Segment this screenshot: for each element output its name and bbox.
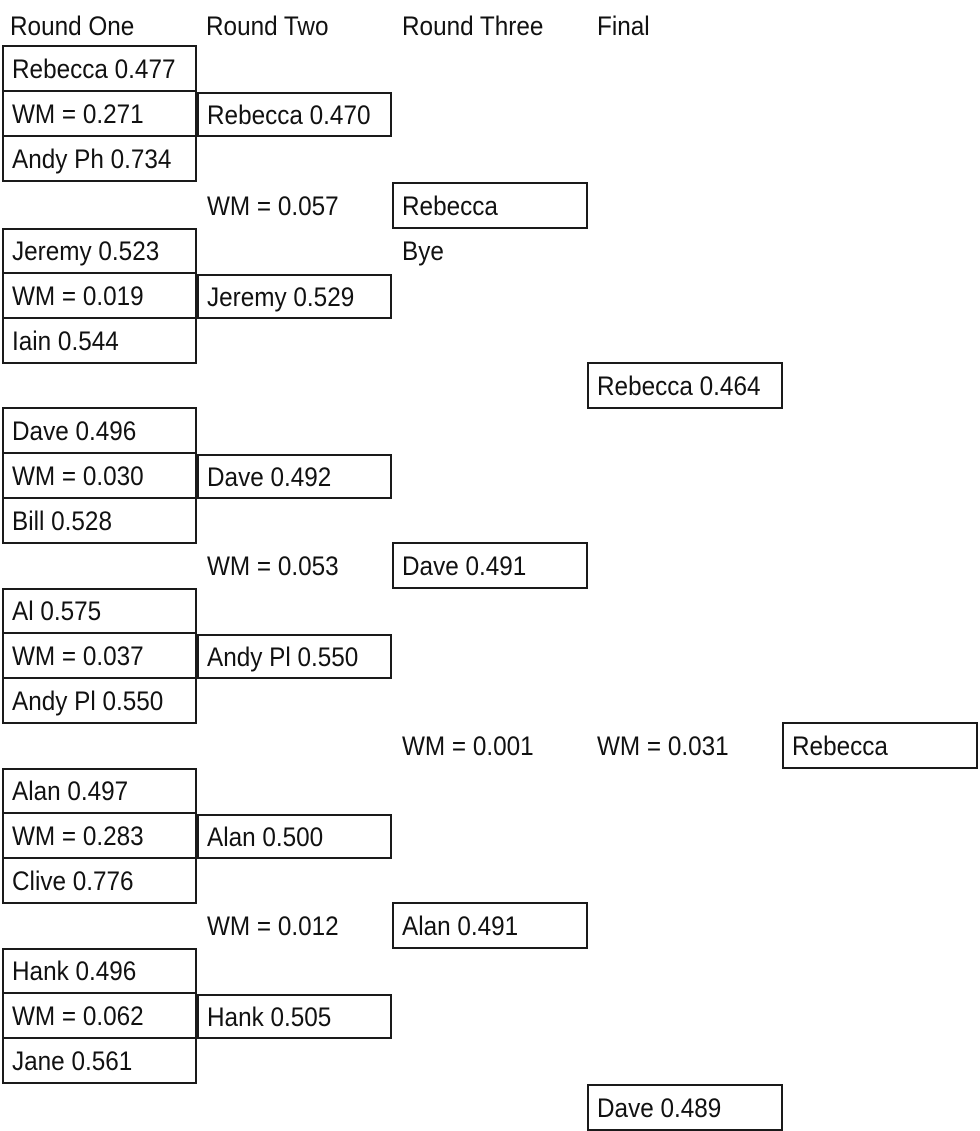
r3-wm: WM = 0.001	[402, 731, 534, 761]
r1-opponent: Andy Ph 0.734	[12, 144, 172, 174]
r3-winner: Alan 0.491	[402, 911, 519, 941]
match-box	[2, 1037, 197, 1084]
header-round-one: Round One	[10, 11, 135, 41]
winner-box	[392, 182, 588, 229]
winner-box	[197, 92, 392, 137]
final-entrant: Rebecca 0.464	[597, 371, 761, 401]
r3-bye: Bye	[402, 236, 444, 266]
winner-box	[392, 542, 588, 589]
finalist-box	[587, 362, 783, 409]
match-box	[2, 632, 197, 679]
winner-box	[197, 634, 392, 679]
match-box	[2, 452, 197, 499]
winner-box	[197, 274, 392, 319]
r2-winner: Dave 0.492	[207, 462, 332, 492]
r1-opponent: Iain 0.544	[12, 326, 119, 356]
winner-box	[392, 902, 588, 949]
header-round-three: Round Three	[402, 11, 544, 41]
r2-winner: Rebecca 0.470	[207, 100, 371, 130]
r1-opponent: Jane 0.561	[12, 1046, 133, 1076]
match-box	[2, 317, 197, 364]
r1-player: Hank 0.496	[12, 956, 137, 986]
r2-wm: WM = 0.053	[207, 551, 339, 581]
r2-winner: Hank 0.505	[207, 1002, 332, 1032]
winner-box	[197, 994, 392, 1039]
header-final: Final	[597, 11, 650, 41]
r2-winner: Andy Pl 0.550	[207, 642, 359, 672]
r1-wm: WM = 0.019	[12, 281, 144, 311]
match-box	[2, 677, 197, 724]
r1-opponent: Andy Pl 0.550	[12, 686, 164, 716]
r3-winner: Rebecca	[402, 191, 498, 221]
r1-player: Al 0.575	[12, 596, 102, 626]
r1-wm: WM = 0.030	[12, 461, 144, 491]
r1-opponent: Clive 0.776	[12, 866, 134, 896]
match-box	[2, 768, 197, 814]
r1-wm: WM = 0.271	[12, 99, 144, 129]
champion-box	[782, 722, 978, 769]
r1-wm: WM = 0.062	[12, 1001, 144, 1031]
r1-wm: WM = 0.283	[12, 821, 144, 851]
r1-opponent: Bill 0.528	[12, 506, 112, 536]
match-box	[2, 407, 197, 454]
match-box	[2, 228, 197, 274]
match-box	[2, 857, 197, 904]
finalist-box	[587, 1084, 783, 1131]
match-box	[2, 497, 197, 544]
r1-player: Rebecca 0.477	[12, 54, 176, 84]
final-wm: WM = 0.031	[597, 731, 729, 761]
r2-winner: Alan 0.500	[207, 822, 324, 852]
r1-wm: WM = 0.037	[12, 641, 144, 671]
winner-box	[197, 454, 392, 499]
header-round-two: Round Two	[206, 11, 329, 41]
match-box	[2, 135, 197, 182]
final-entrant: Dave 0.489	[597, 1093, 722, 1123]
r1-player: Dave 0.496	[12, 416, 137, 446]
match-box	[2, 90, 197, 137]
r2-winner: Jeremy 0.529	[207, 282, 355, 312]
r1-player: Alan 0.497	[12, 776, 129, 806]
champion-name: Rebecca	[792, 731, 888, 761]
r2-wm: WM = 0.057	[207, 191, 339, 221]
r3-winner: Dave 0.491	[402, 551, 527, 581]
winner-box	[197, 814, 392, 859]
r1-player: Jeremy 0.523	[12, 236, 160, 266]
r2-wm: WM = 0.012	[207, 911, 339, 941]
